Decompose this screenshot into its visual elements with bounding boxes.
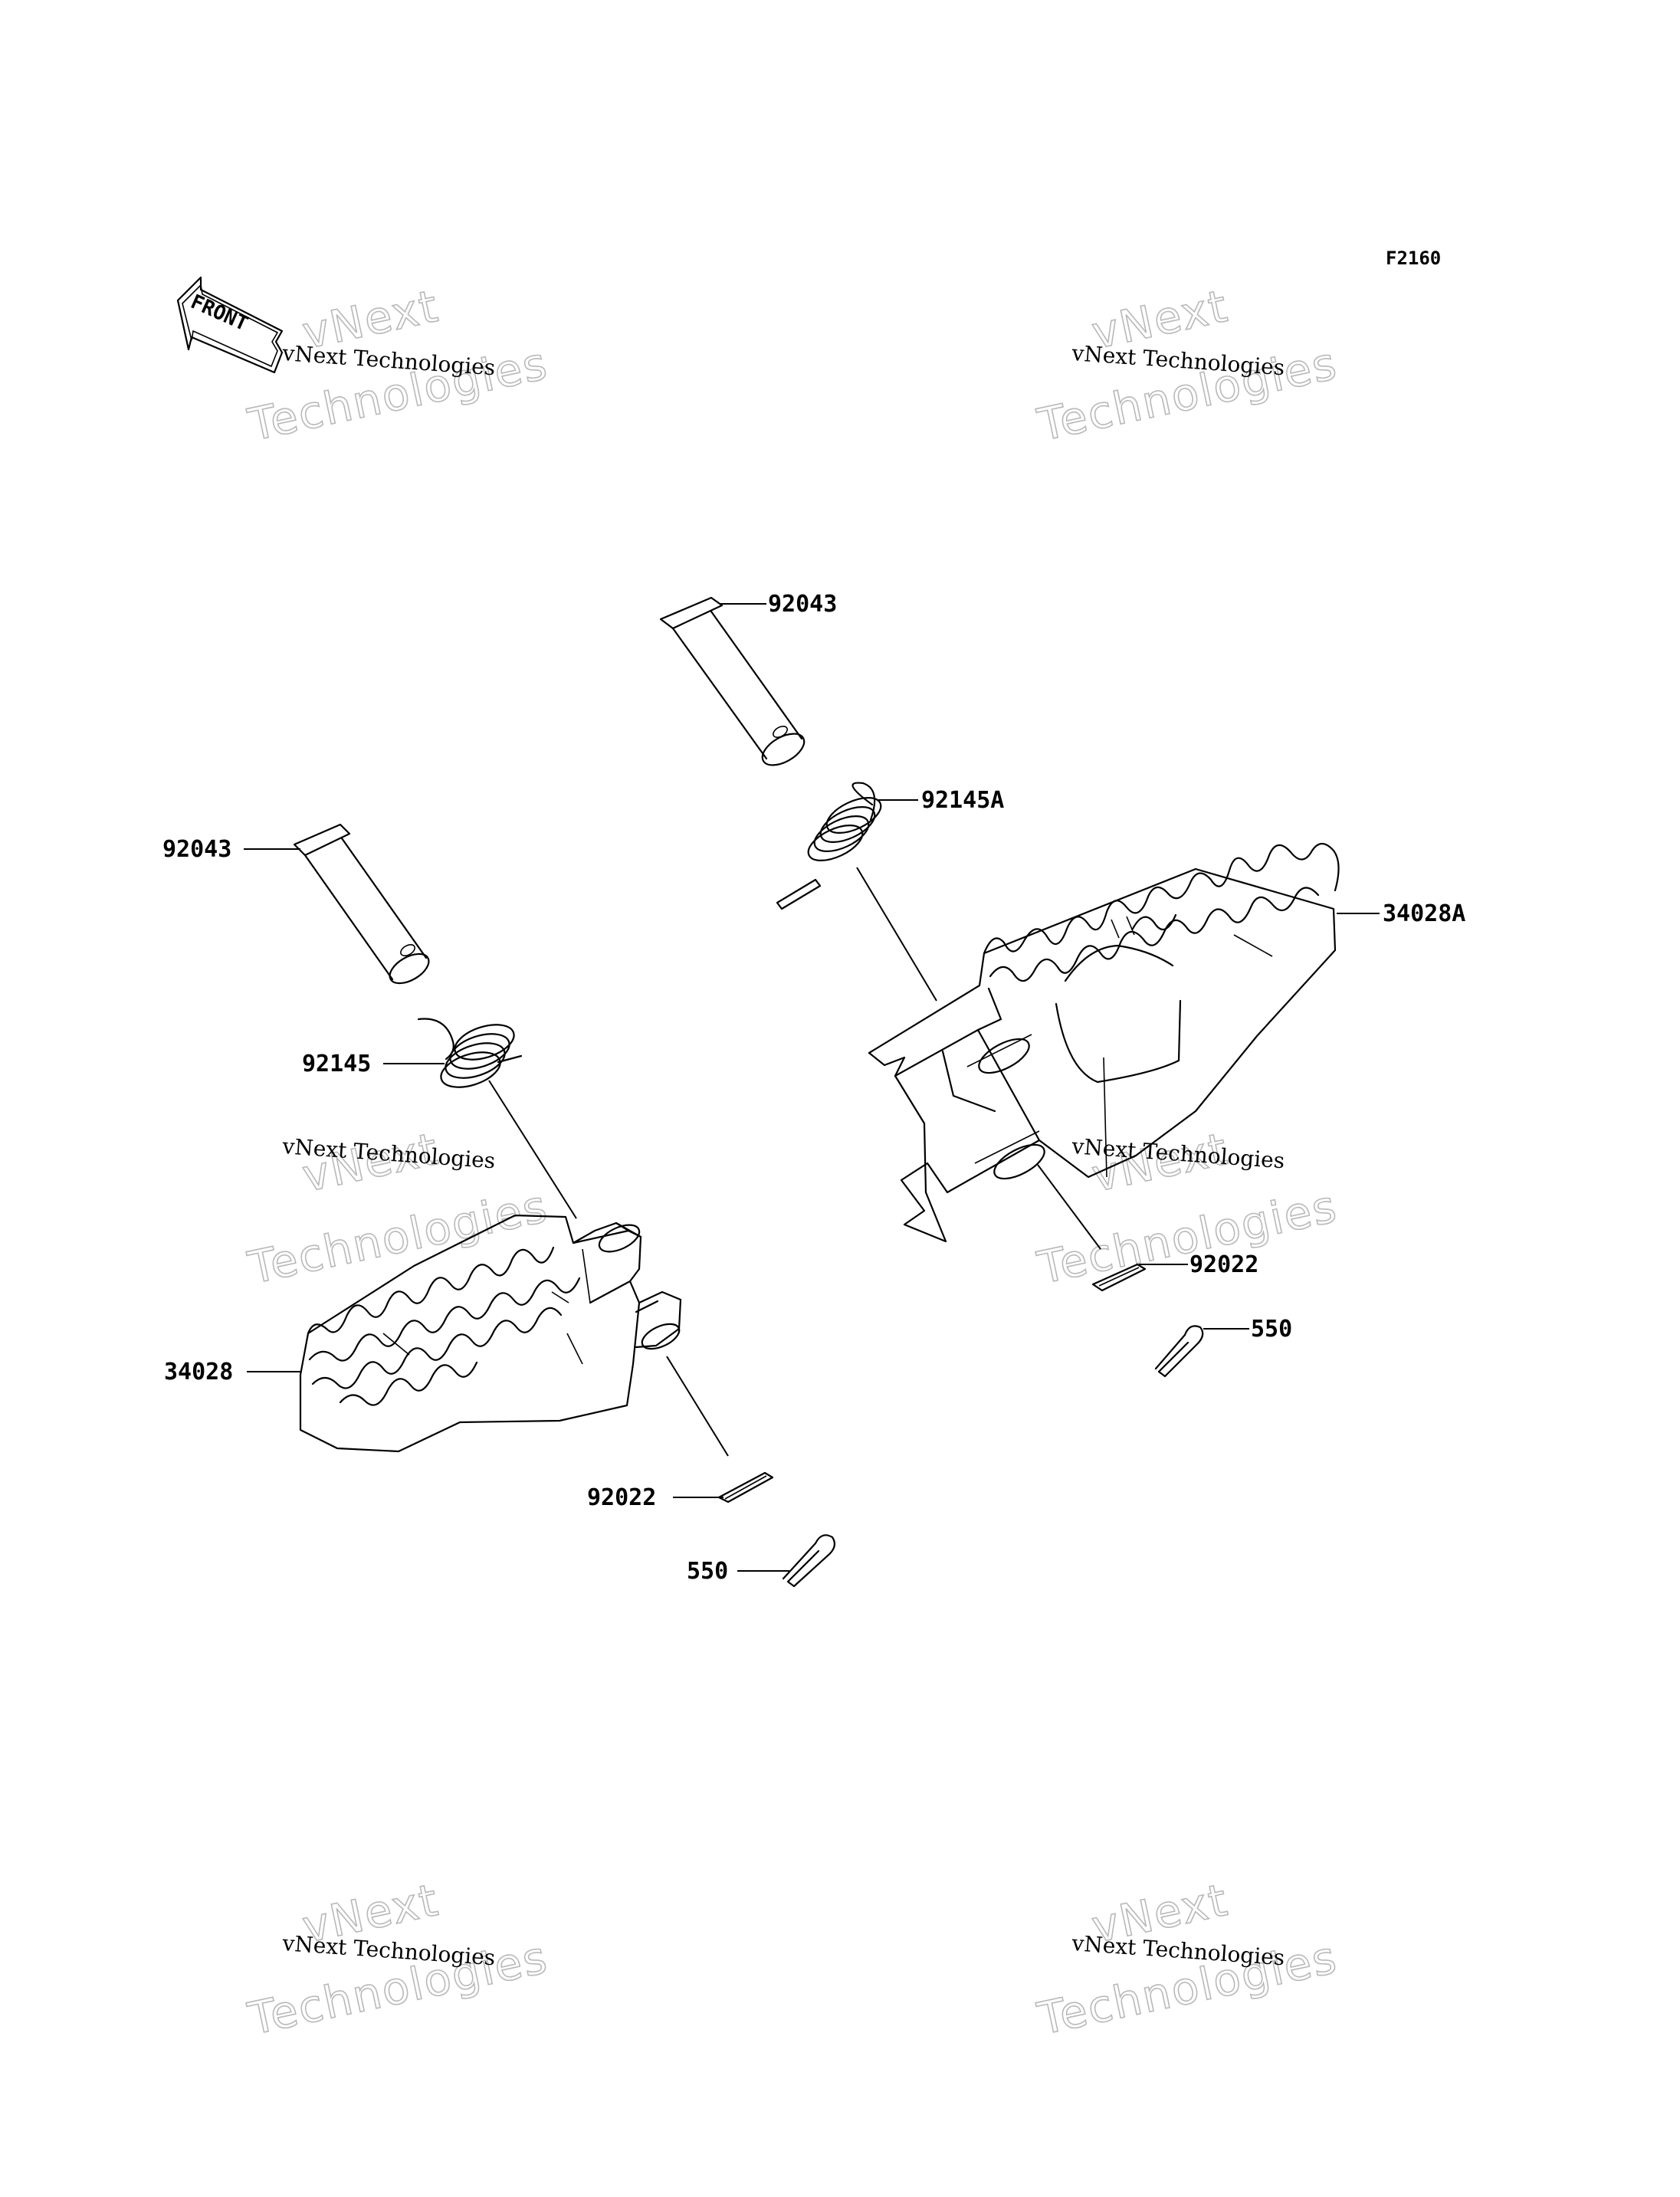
watermark-top-right: vNext Technologies vNext Technologies <box>1032 279 1343 452</box>
watermark-bottom-right: vNext Technologies vNext Technologies <box>1032 1873 1343 2046</box>
washer-left <box>673 1471 774 1503</box>
watermark-middle-right: vNext Technologies vNext Technologies <box>1032 1122 1343 1295</box>
label-550-right: 550 <box>1251 1316 1292 1343</box>
label-92145A: 92145A <box>921 787 1004 814</box>
label-92145: 92145 <box>302 1051 371 1077</box>
svg-text:Technologies: Technologies <box>1033 1180 1342 1294</box>
watermark-top-left: vNext Technologies vNext Technologies <box>243 279 553 452</box>
front-arrow-icon: FRONT <box>176 276 284 374</box>
footpeg-left <box>247 1214 729 1457</box>
label-92022-left: 92022 <box>587 1484 656 1511</box>
front-label: FRONT <box>187 290 251 336</box>
cotter-pin-right <box>1154 1325 1249 1378</box>
label-34028A: 34028A <box>1383 900 1465 927</box>
spring-right <box>776 782 937 1002</box>
cotter-pin-left <box>737 1534 836 1588</box>
watermark-middle-left: vNext Technologies vNext Technologies <box>243 1122 553 1295</box>
label-92043-upper: 92043 <box>768 591 837 618</box>
label-92022-right: 92022 <box>1189 1251 1258 1278</box>
footpeg-right <box>868 842 1380 1243</box>
label-92043-left: 92043 <box>162 836 231 863</box>
label-550-left: 550 <box>687 1558 728 1585</box>
figure-code: F2160 <box>1386 248 1441 269</box>
pin-upper <box>659 596 806 766</box>
label-34028: 34028 <box>164 1359 233 1385</box>
svg-text:Technologies: Technologies <box>244 1180 553 1294</box>
watermark-bottom-left: vNext Technologies vNext Technologies <box>243 1873 553 2046</box>
pin-left <box>244 823 430 985</box>
spring-left <box>383 1018 577 1219</box>
washer-right <box>1037 1164 1188 1292</box>
